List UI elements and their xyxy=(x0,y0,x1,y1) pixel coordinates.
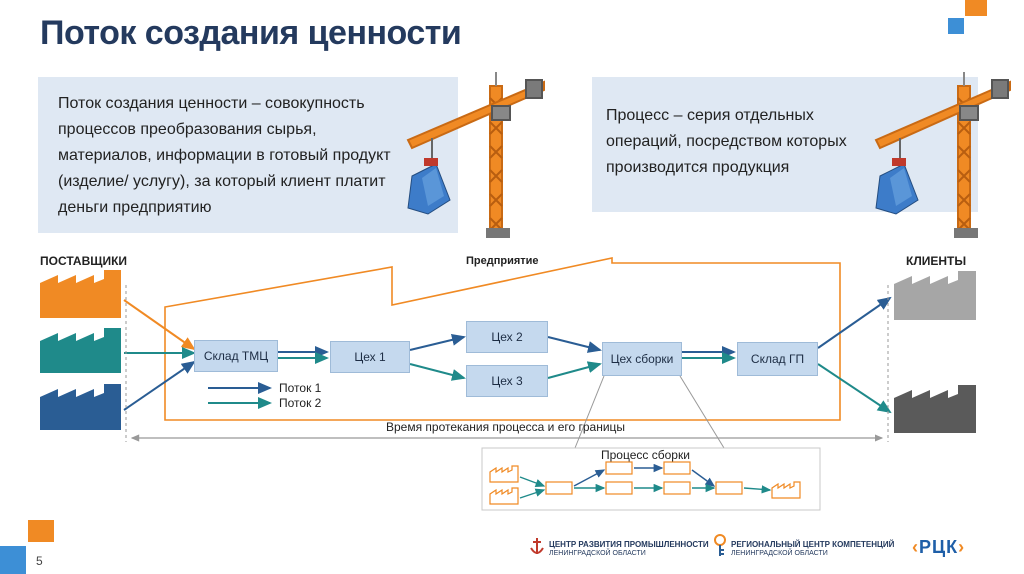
enterprise-boundary xyxy=(164,257,841,421)
stage-warehouse-gp: Склад ГП xyxy=(737,342,818,376)
logo-2-line-2: ЛЕНИНГРАДСКОЙ ОБЛАСТИ xyxy=(731,550,828,557)
decor-square-orange-bottom xyxy=(28,520,54,542)
timeline-label: Время протекания процесса и его границы xyxy=(386,420,626,434)
value-stream-definition-box: Поток создания ценности – совокупность п… xyxy=(38,77,458,233)
clients-label: КЛИЕНТЫ xyxy=(906,254,967,268)
factory-icon xyxy=(40,328,121,373)
anchor-logo-icon xyxy=(530,538,544,554)
tower-crane-icon xyxy=(406,72,545,238)
factory-icon xyxy=(894,385,976,433)
factory-icon xyxy=(40,270,121,318)
decor-square-blue-bottom xyxy=(0,546,26,574)
decor-square-orange xyxy=(965,0,987,16)
footer-logo-competence-center: РЕГИОНАЛЬНЫЙ ЦЕНТР КОМПЕТЕНЦИЙ ЛЕНИНГРАД… xyxy=(731,540,894,558)
assembly-process-label: Процесс сборки xyxy=(601,448,690,462)
suppliers-label: ПОСТАВЩИКИ xyxy=(40,254,128,268)
process-definition: Процесс – серия отдельных операций, поср… xyxy=(606,107,847,176)
enterprise-label: Предприятие xyxy=(466,255,539,267)
stage-shop-3: Цех 3 xyxy=(466,365,548,397)
key-logo-icon xyxy=(714,534,726,556)
footer-logo-rck: ‹РЦК› xyxy=(912,537,966,557)
logo-3-text: РЦК xyxy=(919,537,959,557)
value-stream-definition: Поток создания ценности – совокупность п… xyxy=(58,95,391,216)
factory-icon xyxy=(40,384,121,430)
logo-1-line-1: ЦЕНТР РАЗВИТИЯ ПРОМЫШЛЕННОСТИ xyxy=(549,540,709,549)
footer-logo-industry-center: ЦЕНТР РАЗВИТИЯ ПРОМЫШЛЕННОСТИ ЛЕНИНГРАДС… xyxy=(549,540,709,558)
tower-crane-icon xyxy=(874,72,1011,238)
stage-assembly-shop: Цех сборки xyxy=(602,342,682,376)
legend-flow-1: Поток 1 xyxy=(279,381,322,395)
logo-2-line-1: РЕГИОНАЛЬНЫЙ ЦЕНТР КОМПЕТЕНЦИЙ xyxy=(731,540,895,549)
stage-shop-1: Цех 1 xyxy=(330,341,410,373)
page-number: 5 xyxy=(36,554,43,568)
slide-title: Поток создания ценности xyxy=(40,14,462,52)
stage-shop-2: Цех 2 xyxy=(466,321,548,353)
stage-warehouse-tmc: Склад ТМЦ xyxy=(194,340,278,372)
factory-icon xyxy=(894,271,976,320)
logo-1-line-2: ЛЕНИНГРАДСКОЙ ОБЛАСТИ xyxy=(549,550,646,557)
decor-square-blue xyxy=(948,18,964,34)
legend-flow-2: Поток 2 xyxy=(279,396,322,410)
